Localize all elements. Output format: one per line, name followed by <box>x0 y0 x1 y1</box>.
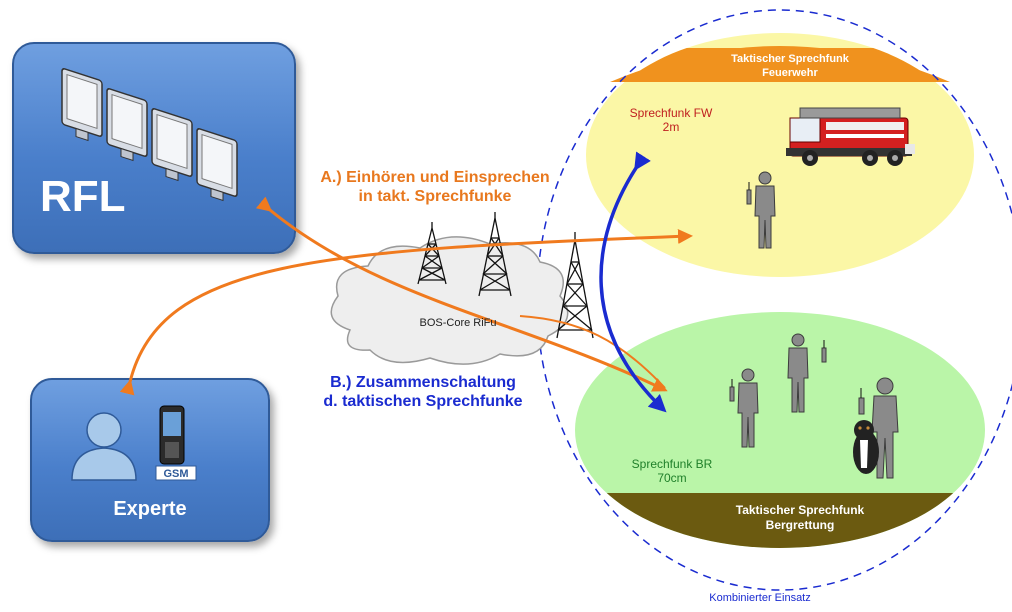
mobile-phone-icon: GSM <box>155 405 197 481</box>
rfl-label: RFL <box>40 172 126 221</box>
feuerwehr-channel-label: Sprechfunk FW 2m <box>629 106 713 134</box>
bergrettung-channel-label: Sprechfunk BR 70cm <box>631 457 713 485</box>
fire-truck-icon <box>786 107 915 166</box>
orange-arrow-experte-fw <box>119 228 693 396</box>
link-b-label: B.) Zusammenschaltung d. taktischen Spre… <box>323 374 523 410</box>
monitor-icon <box>61 68 238 202</box>
combined-label: Kombinierter Einsatz <box>709 592 811 604</box>
feuerwehr-zone <box>586 33 974 277</box>
dog-icon <box>853 420 879 474</box>
link-a-label: A.) Einhören und Einsprechen in takt. Sp… <box>320 169 550 205</box>
feuerwehr-band-label: Taktischer Sprechfunk Feuerwehr <box>731 53 849 79</box>
svg-text:GSM: GSM <box>163 468 188 480</box>
bergrettung-band-label: Taktischer Sprechfunk Bergrettung <box>735 503 865 532</box>
experte-box: GSM Experte <box>30 378 270 542</box>
experte-label: Experte <box>113 498 187 520</box>
rfl-box: RFL <box>12 42 296 254</box>
core-label: BOS-Core RiFu <box>419 317 497 329</box>
person-icon <box>71 412 137 481</box>
blue-arrow-fw-br <box>599 151 667 413</box>
